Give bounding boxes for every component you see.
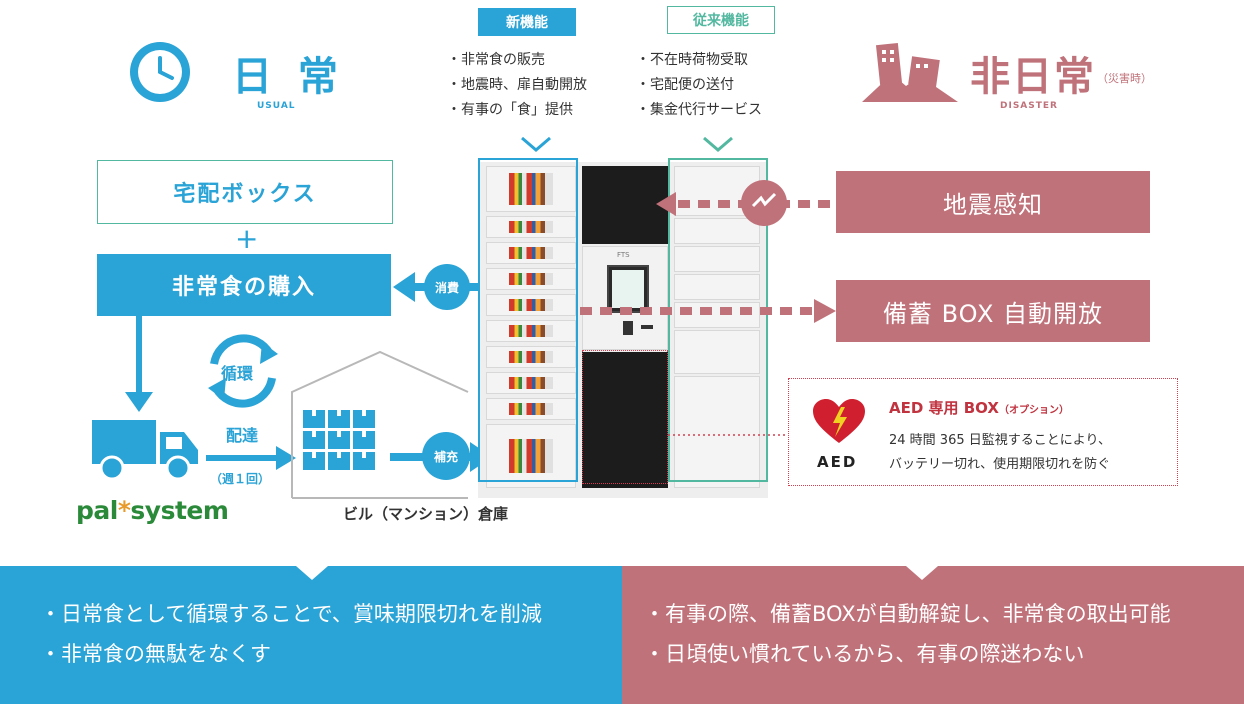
locker-cell	[486, 268, 576, 290]
card-reader[interactable]	[623, 321, 633, 335]
brand-pal: pal	[76, 496, 118, 525]
slot	[641, 325, 653, 329]
brand-star: *	[117, 496, 131, 525]
food-image	[509, 273, 553, 285]
locker-cell[interactable]	[674, 218, 760, 244]
locker-cell	[486, 320, 576, 342]
new-feature-item: ・地震時、扉自動開放	[447, 77, 587, 93]
bottom-left-item: ・非常食の無駄をなくす	[40, 642, 271, 666]
bottom-left-text: ・日常食として循環することで、賞味期限切れを削減 ・非常食の無駄をなくす	[40, 594, 542, 674]
old-feature-item: ・集金代行サービス	[636, 102, 762, 118]
bottom-left-notch	[296, 566, 328, 580]
bottom-right-notch	[906, 566, 938, 580]
usual-title: 日 常	[232, 54, 344, 100]
aed-heart-icon	[813, 399, 865, 449]
locker-cell	[486, 216, 576, 238]
locker-cell	[486, 346, 576, 368]
down-arrow	[125, 316, 153, 412]
food-image	[509, 173, 553, 205]
food-image	[509, 221, 553, 233]
collapsing-building-icon	[862, 40, 958, 104]
cycle-icon	[208, 334, 278, 408]
locker-cell	[486, 372, 576, 394]
bottom-right-item: ・有事の際、備蓄BOXが自動解錠し、非常食の取出可能	[644, 602, 1171, 626]
locker-cell[interactable]	[674, 330, 760, 374]
locker-cell	[486, 424, 576, 488]
new-features-tag: 新機能	[478, 8, 576, 36]
aed-title-note: （オプション）	[998, 405, 1069, 416]
right-arrow	[206, 446, 296, 470]
quake-detect-label: 地震感知	[836, 171, 1150, 233]
aed-desc-line1: 24 時間 365 日監視することにより、	[889, 433, 1111, 448]
auto-open-dotted-arrow	[580, 299, 836, 323]
warehouse-outline	[291, 350, 469, 499]
aed-desc-line2: バッテリー切れ、使用期限切れを防ぐ	[889, 457, 1111, 472]
disaster-caption: DISASTER	[1000, 101, 1058, 111]
cycle-label: 循環	[221, 364, 254, 383]
food-image	[509, 403, 553, 415]
locker-cell	[486, 242, 576, 264]
new-features-frame	[478, 158, 578, 482]
locker-brand: FTS	[617, 251, 630, 259]
locker-cell	[486, 398, 576, 420]
food-image	[509, 439, 553, 473]
locker-cell[interactable]	[674, 246, 760, 272]
food-image	[509, 325, 553, 337]
aed-title-main: AED 専用 BOX	[889, 399, 999, 417]
consume-badge: 消費	[424, 264, 470, 310]
delivery-box-label: 宅配ボックス	[97, 160, 393, 224]
aed-info-box: AED AED 専用 BOX（オプション） 24 時間 365 日監視することに…	[788, 378, 1178, 486]
new-feature-item: ・非常食の販売	[447, 52, 545, 68]
bottom-right-panel: ・有事の際、備蓄BOXが自動解錠し、非常食の取出可能 ・日頃使い慣れているから、…	[622, 566, 1244, 704]
chevron-down-icon	[702, 136, 734, 156]
bottom-left-item: ・日常食として循環することで、賞味期限切れを削減	[40, 602, 542, 626]
locker-bottom-panel	[582, 352, 668, 488]
clock-icon	[128, 40, 192, 104]
old-features-tag: 従来機能	[667, 6, 775, 34]
locker-cell[interactable]	[674, 376, 760, 488]
locker-cell[interactable]	[674, 274, 760, 300]
aed-connector	[668, 434, 790, 436]
delivery-label: 配達	[226, 426, 259, 445]
locker-top-panel	[582, 166, 668, 244]
replenish-badge: 補充	[422, 432, 470, 480]
bottom-right-item: ・日頃使い慣れているから、有事の際迷わない	[644, 642, 1085, 666]
locker-cell	[486, 166, 576, 212]
food-image	[509, 299, 553, 311]
auto-open-label: 備蓄 BOX 自動開放	[836, 280, 1150, 342]
food-image	[509, 377, 553, 389]
food-image	[509, 247, 553, 259]
locker-cell	[486, 294, 576, 316]
purchase-box-label: 非常食の購入	[97, 254, 391, 316]
new-feature-item: ・有事の「食」提供	[447, 102, 573, 118]
new-features-list: ・非常食の販売 ・地震時、扉自動開放 ・有事の「食」提供	[447, 48, 587, 123]
aed-label: AED	[817, 453, 858, 471]
lightning-icon	[741, 180, 787, 226]
palsystem-logo: pal*system	[76, 496, 229, 525]
food-image	[509, 351, 553, 363]
truck-icon	[92, 420, 204, 486]
locker-control-panel: FTS	[582, 246, 668, 350]
aed-box-frame	[582, 350, 668, 484]
bottom-right-text: ・有事の際、備蓄BOXが自動解錠し、非常食の取出可能 ・日頃使い慣れているから、…	[644, 594, 1171, 674]
disaster-title: 非日常	[970, 54, 1096, 100]
warehouse-label: ビル（マンション）倉庫	[343, 505, 509, 523]
boxes-stack-icon	[303, 410, 375, 476]
chevron-down-icon	[520, 136, 552, 156]
old-features-list: ・不在時荷物受取 ・宅配便の送付 ・集金代行サービス	[636, 48, 762, 123]
old-features-frame	[668, 158, 768, 482]
brand-system: system	[130, 496, 229, 525]
old-feature-item: ・宅配便の送付	[636, 77, 734, 93]
old-feature-item: ・不在時荷物受取	[636, 52, 748, 68]
usual-caption: USUAL	[257, 101, 296, 111]
disaster-title-note: （災害時）	[1097, 72, 1152, 85]
plus-sign: +	[235, 222, 259, 255]
bottom-left-panel: ・日常食として循環することで、賞味期限切れを削減 ・非常食の無駄をなくす	[0, 566, 622, 704]
weekly-label: （週１回）	[210, 472, 271, 486]
aed-title: AED 専用 BOX（オプション）	[889, 397, 1069, 418]
